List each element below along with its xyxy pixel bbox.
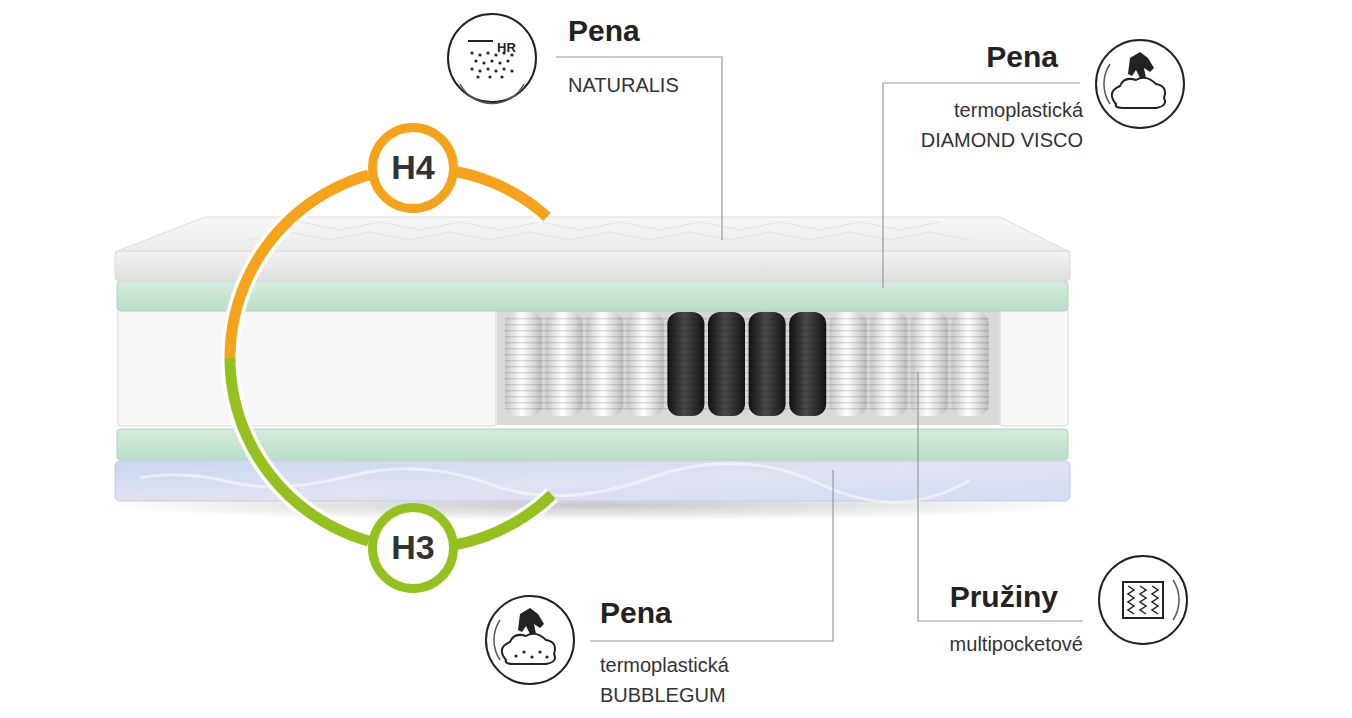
part-heading: Pružiny <box>950 580 1058 615</box>
part-heading: Pena <box>568 14 640 49</box>
part-name: multipocketové <box>950 629 1083 659</box>
icon-text: HR <box>497 33 516 63</box>
memory-foam-icon <box>1096 40 1184 128</box>
part-name: NATURALIS <box>568 70 679 100</box>
firmness-label: H3 <box>391 529 434 566</box>
firmness-ring <box>230 175 369 541</box>
part-name: termoplastická DIAMOND VISCO <box>908 95 1083 155</box>
firmness-ring-stub <box>437 169 552 548</box>
pocket-springs <box>505 312 989 416</box>
part-heading: Pena <box>600 596 672 631</box>
leader-line <box>556 57 1083 641</box>
bubblegum-foam-icon <box>486 596 574 684</box>
part-name: termoplastická BUBBLEGUM <box>600 650 760 710</box>
firmness-circle: H4 <box>368 123 458 213</box>
springs-icon <box>1099 556 1187 644</box>
foam-icon <box>448 14 536 104</box>
firmness-ring-arc <box>230 175 369 541</box>
part-heading: Pena <box>986 40 1058 75</box>
firmness-circle: H3 <box>368 503 458 593</box>
firmness-label: H4 <box>391 149 434 186</box>
ring-halo <box>230 175 369 541</box>
